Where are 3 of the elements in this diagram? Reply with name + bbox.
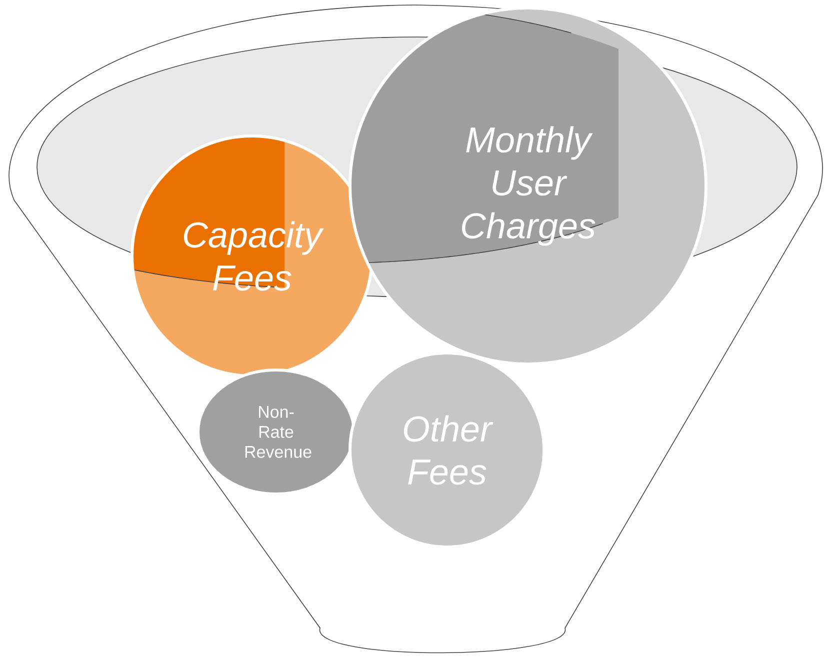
- circle-label: Other Fees: [348, 352, 546, 548]
- ellipse-label: Non-Rate Revenue: [196, 368, 356, 496]
- circle-label: Capacity Fees: [130, 134, 374, 378]
